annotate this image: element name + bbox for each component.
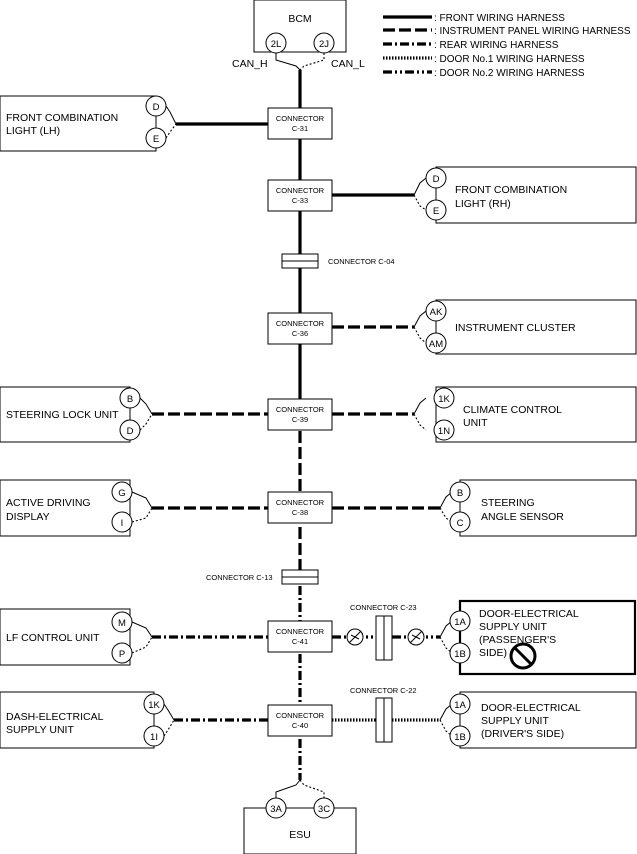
- connector-c13-label: CONNECTOR C-13: [206, 573, 273, 582]
- legend-door1: : DOOR No.1 WIRING HARNESS: [434, 54, 585, 65]
- steering-lock-pin-b: B: [127, 394, 133, 405]
- climate-control-label-2: UNIT: [463, 417, 488, 429]
- not-used-symbol-right: [407, 628, 425, 646]
- connector-c40-line2: C-40: [292, 721, 308, 730]
- row-c31: CONNECTOR C-31 FRONT COMBINATION LIGHT (…: [0, 95, 333, 152]
- connector-c33-line2: C-33: [292, 196, 308, 205]
- can-l-label: CAN_L: [331, 58, 365, 70]
- connector-c04: CONNECTOR C-04: [281, 253, 395, 269]
- door-passenger-label-2: SUPPLY UNIT: [479, 621, 547, 633]
- connector-c40-line1: CONNECTOR: [276, 711, 325, 720]
- legend-instrument-panel: : INSTRUMENT PANEL WIRING HARNESS: [434, 26, 631, 37]
- door-driver-label-1: DOOR-ELECTRICAL: [481, 702, 581, 714]
- connector-c36-line1: CONNECTOR: [276, 319, 325, 328]
- lf-control-pin-p: P: [119, 649, 125, 660]
- row-c39: CONNECTOR C-39 STEERING LOCK UNIT B D 1K…: [0, 386, 637, 443]
- dash-supply-pin-1k: 1K: [148, 700, 160, 711]
- row-c36: CONNECTOR C-36 AK AM INSTRUMENT CLUSTER: [267, 299, 637, 355]
- legend-rear: : REAR WIRING HARNESS: [434, 40, 559, 51]
- front-comb-rh-label-1: FRONT COMBINATION: [455, 184, 567, 196]
- connector-c22-label: CONNECTOR C-22: [350, 686, 417, 695]
- prohibited-icon: [509, 642, 537, 670]
- connector-c39-line2: C-39: [292, 415, 308, 424]
- connector-c31-line2: C-31: [292, 124, 308, 133]
- connector-c23-label: CONNECTOR C-23: [350, 603, 417, 612]
- door-driver-pin-1b: 1B: [454, 732, 466, 743]
- legend: : FRONT WIRING HARNESS : INSTRUMENT PANE…: [383, 13, 631, 79]
- lf-control-label: LF CONTROL UNIT: [6, 632, 100, 644]
- door-passenger-label-4: SIDE): [479, 647, 507, 659]
- row-c33: CONNECTOR C-33 D E FRONT COMBINATION LIG…: [267, 166, 637, 224]
- front-comb-rh-pin-e: E: [433, 206, 439, 217]
- steering-lock-pin-d: D: [127, 426, 134, 437]
- front-comb-rh-label-2: LIGHT (RH): [455, 198, 511, 210]
- door-driver-label-3: (DRIVER'S SIDE): [481, 728, 564, 740]
- row-c38: CONNECTOR C-38 ACTIVE DRIVING DISPLAY G …: [0, 479, 637, 537]
- connector-c13: CONNECTOR C-13: [206, 569, 319, 585]
- steering-angle-pin-c: C: [457, 518, 464, 529]
- front-comb-lh-pin-e: E: [153, 134, 159, 145]
- door-driver-label-2: SUPPLY UNIT: [481, 715, 549, 727]
- dash-supply-label-2: SUPPLY UNIT: [6, 724, 74, 736]
- steering-angle-label-1: STEERING: [481, 497, 535, 509]
- connector-c38-line2: C-38: [292, 508, 308, 517]
- bcm-title: BCM: [288, 13, 311, 25]
- connector-c41-line2: C-41: [292, 637, 308, 646]
- front-comb-lh-pin-d: D: [153, 102, 160, 113]
- row-c40: CONNECTOR C-40 DASH-ELECTRICAL SUPPLY UN…: [0, 686, 637, 749]
- front-comb-rh-pin-d: D: [433, 174, 440, 185]
- dash-supply-pin-1i: 1I: [150, 732, 158, 743]
- door-passenger-label-3: (PASSENGER'S: [479, 634, 556, 646]
- esu-pin-3a: 3A: [270, 804, 282, 815]
- door-passenger-pin-1b: 1B: [454, 649, 466, 660]
- door-passenger-pin-1a: 1A: [454, 617, 466, 628]
- dash-supply-label-1: DASH-ELECTRICAL: [6, 711, 104, 723]
- climate-control-pin-1n: 1N: [438, 426, 450, 437]
- steering-angle-label-2: ANGLE SENSOR: [481, 511, 564, 523]
- connector-c04-label: CONNECTOR C-04: [328, 257, 395, 266]
- instrument-cluster-pin-am: AM: [429, 339, 443, 350]
- esu-pin-3c: 3C: [318, 804, 330, 815]
- bcm-unit: BCM 2L 2J CAN_H CAN_L: [232, 0, 365, 71]
- connector-c38-line1: CONNECTOR: [276, 498, 325, 507]
- active-driving-pin-i: I: [121, 518, 124, 529]
- steering-lock-label: STEERING LOCK UNIT: [6, 409, 119, 421]
- esu-unit: 3A 3C ESU: [243, 779, 357, 854]
- front-comb-lh-label-1: FRONT COMBINATION: [6, 112, 118, 124]
- instrument-cluster-pin-ak: AK: [430, 307, 443, 318]
- bcm-pin-2j: 2J: [319, 39, 329, 50]
- connector-c33-line1: CONNECTOR: [276, 186, 325, 195]
- climate-control-pin-1k: 1K: [438, 394, 450, 405]
- not-used-symbol-left: [346, 628, 364, 646]
- door-passenger-label-1: DOOR-ELECTRICAL: [479, 608, 579, 620]
- esu-title: ESU: [289, 829, 311, 841]
- door-driver-pin-1a: 1A: [454, 700, 466, 711]
- bcm-pin-2l: 2L: [271, 39, 282, 50]
- active-driving-pin-g: G: [118, 488, 125, 499]
- instrument-cluster-label: INSTRUMENT CLUSTER: [455, 322, 576, 334]
- steering-angle-pin-b: B: [457, 488, 463, 499]
- legend-front: : FRONT WIRING HARNESS: [434, 13, 565, 24]
- front-comb-lh-label-2: LIGHT (LH): [6, 125, 60, 137]
- row-c41: CONNECTOR C-41 LF CONTROL UNIT M P CONNE…: [0, 599, 637, 676]
- active-driving-label-1: ACTIVE DRIVING: [6, 497, 91, 509]
- connector-c31-line1: CONNECTOR: [276, 114, 325, 123]
- connector-c36-line2: C-36: [292, 329, 308, 338]
- climate-control-label-1: CLIMATE CONTROL: [463, 404, 562, 416]
- can-h-label: CAN_H: [232, 58, 268, 70]
- connector-c39-line1: CONNECTOR: [276, 405, 325, 414]
- legend-door2: : DOOR No.2 WIRING HARNESS: [434, 68, 585, 79]
- lf-control-pin-m: M: [118, 618, 126, 629]
- connector-c41-line1: CONNECTOR: [276, 627, 325, 636]
- active-driving-label-2: DISPLAY: [6, 511, 50, 523]
